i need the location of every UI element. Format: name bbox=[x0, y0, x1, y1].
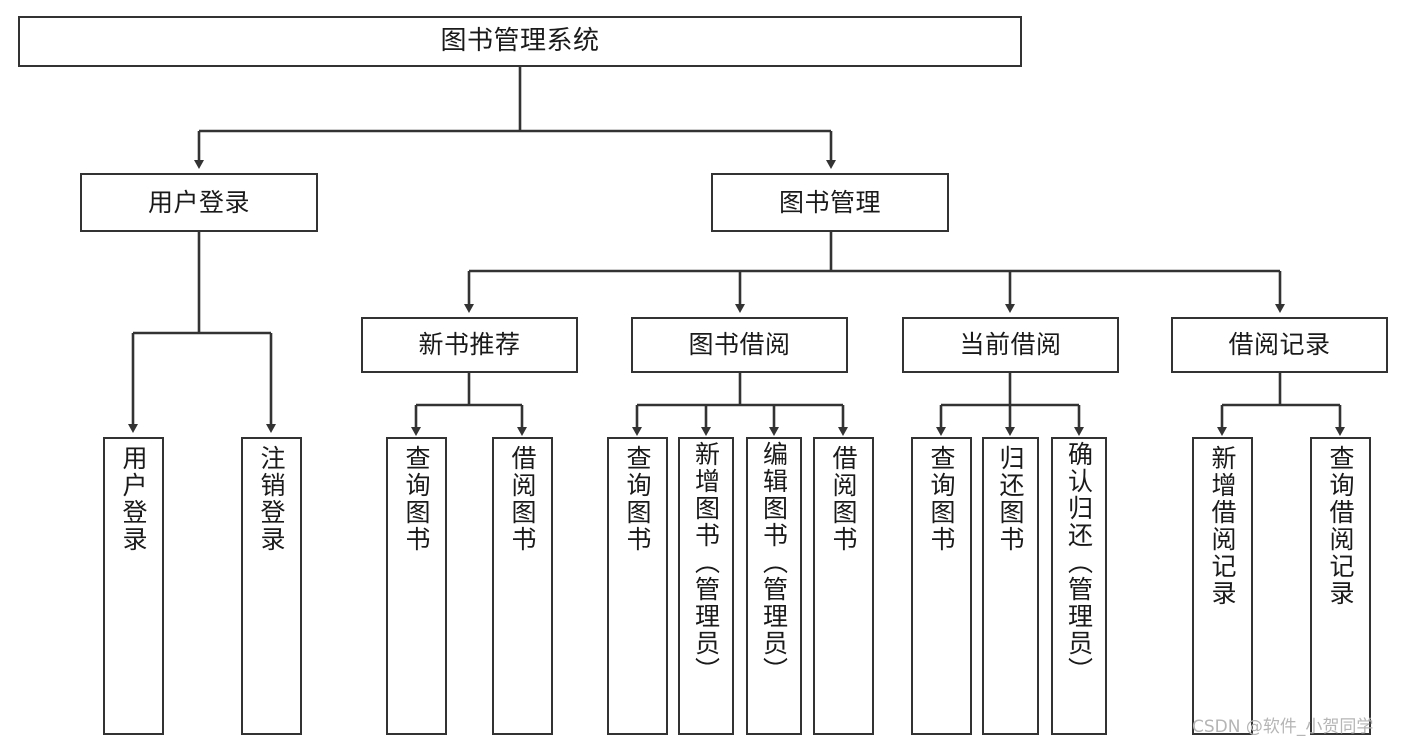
node-new-book-recommend[interactable]: 新书推荐 bbox=[361, 317, 578, 373]
node-book-borrow-label: 图书借阅 bbox=[688, 330, 791, 360]
node-leaf-logout-login-label: 注销登录 bbox=[257, 445, 286, 553]
node-leaf-query-book-2[interactable]: 查询图书 bbox=[607, 437, 668, 735]
node-leaf-return-book[interactable]: 归还图书 bbox=[982, 437, 1039, 735]
node-root-label: 图书管理系统 bbox=[440, 26, 600, 57]
node-book-management-label: 图书管理 bbox=[778, 187, 881, 217]
node-current-borrow[interactable]: 当前借阅 bbox=[902, 317, 1119, 373]
node-leaf-confirm-return-label: 确认归还（管理员） bbox=[1064, 441, 1094, 684]
node-leaf-query-book-3[interactable]: 查询图书 bbox=[911, 437, 972, 735]
node-leaf-logout-login[interactable]: 注销登录 bbox=[241, 437, 302, 735]
node-leaf-confirm-return[interactable]: 确认归还（管理员） bbox=[1051, 437, 1107, 735]
node-leaf-add-book-label: 新增图书（管理员） bbox=[691, 441, 721, 684]
node-leaf-borrow-book-1[interactable]: 借阅图书 bbox=[492, 437, 553, 735]
node-current-borrow-label: 当前借阅 bbox=[959, 330, 1062, 360]
node-leaf-return-book-label: 归还图书 bbox=[996, 445, 1025, 553]
node-book-management[interactable]: 图书管理 bbox=[711, 173, 949, 232]
node-leaf-edit-book[interactable]: 编辑图书（管理员） bbox=[746, 437, 802, 735]
node-leaf-query-book-1[interactable]: 查询图书 bbox=[386, 437, 447, 735]
node-leaf-add-book[interactable]: 新增图书（管理员） bbox=[678, 437, 734, 735]
node-root[interactable]: 图书管理系统 bbox=[18, 16, 1022, 67]
node-leaf-query-book-3-label: 查询图书 bbox=[927, 445, 956, 553]
node-leaf-user-login[interactable]: 用户登录 bbox=[103, 437, 164, 735]
node-borrow-record-label: 借阅记录 bbox=[1228, 330, 1331, 360]
node-book-borrow[interactable]: 图书借阅 bbox=[631, 317, 848, 373]
node-borrow-record[interactable]: 借阅记录 bbox=[1171, 317, 1388, 373]
node-new-book-recommend-label: 新书推荐 bbox=[418, 330, 521, 360]
node-leaf-query-record-label: 查询借阅记录 bbox=[1326, 445, 1355, 607]
node-leaf-add-record-label: 新增借阅记录 bbox=[1208, 445, 1237, 607]
node-leaf-query-book-2-label: 查询图书 bbox=[623, 445, 652, 553]
node-leaf-query-book-1-label: 查询图书 bbox=[402, 445, 431, 553]
node-leaf-query-record[interactable]: 查询借阅记录 bbox=[1310, 437, 1371, 735]
node-leaf-borrow-book-2-label: 借阅图书 bbox=[829, 445, 858, 553]
node-leaf-edit-book-label: 编辑图书（管理员） bbox=[759, 441, 789, 684]
node-user-login-label: 用户登录 bbox=[147, 187, 250, 217]
node-user-login[interactable]: 用户登录 bbox=[80, 173, 318, 232]
node-leaf-user-login-label: 用户登录 bbox=[119, 445, 148, 553]
node-leaf-borrow-book-1-label: 借阅图书 bbox=[508, 445, 537, 553]
csdn-watermark: CSDN @软件_小贺同学 bbox=[1192, 717, 1374, 737]
node-leaf-borrow-book-2[interactable]: 借阅图书 bbox=[813, 437, 874, 735]
node-leaf-add-record[interactable]: 新增借阅记录 bbox=[1192, 437, 1253, 735]
